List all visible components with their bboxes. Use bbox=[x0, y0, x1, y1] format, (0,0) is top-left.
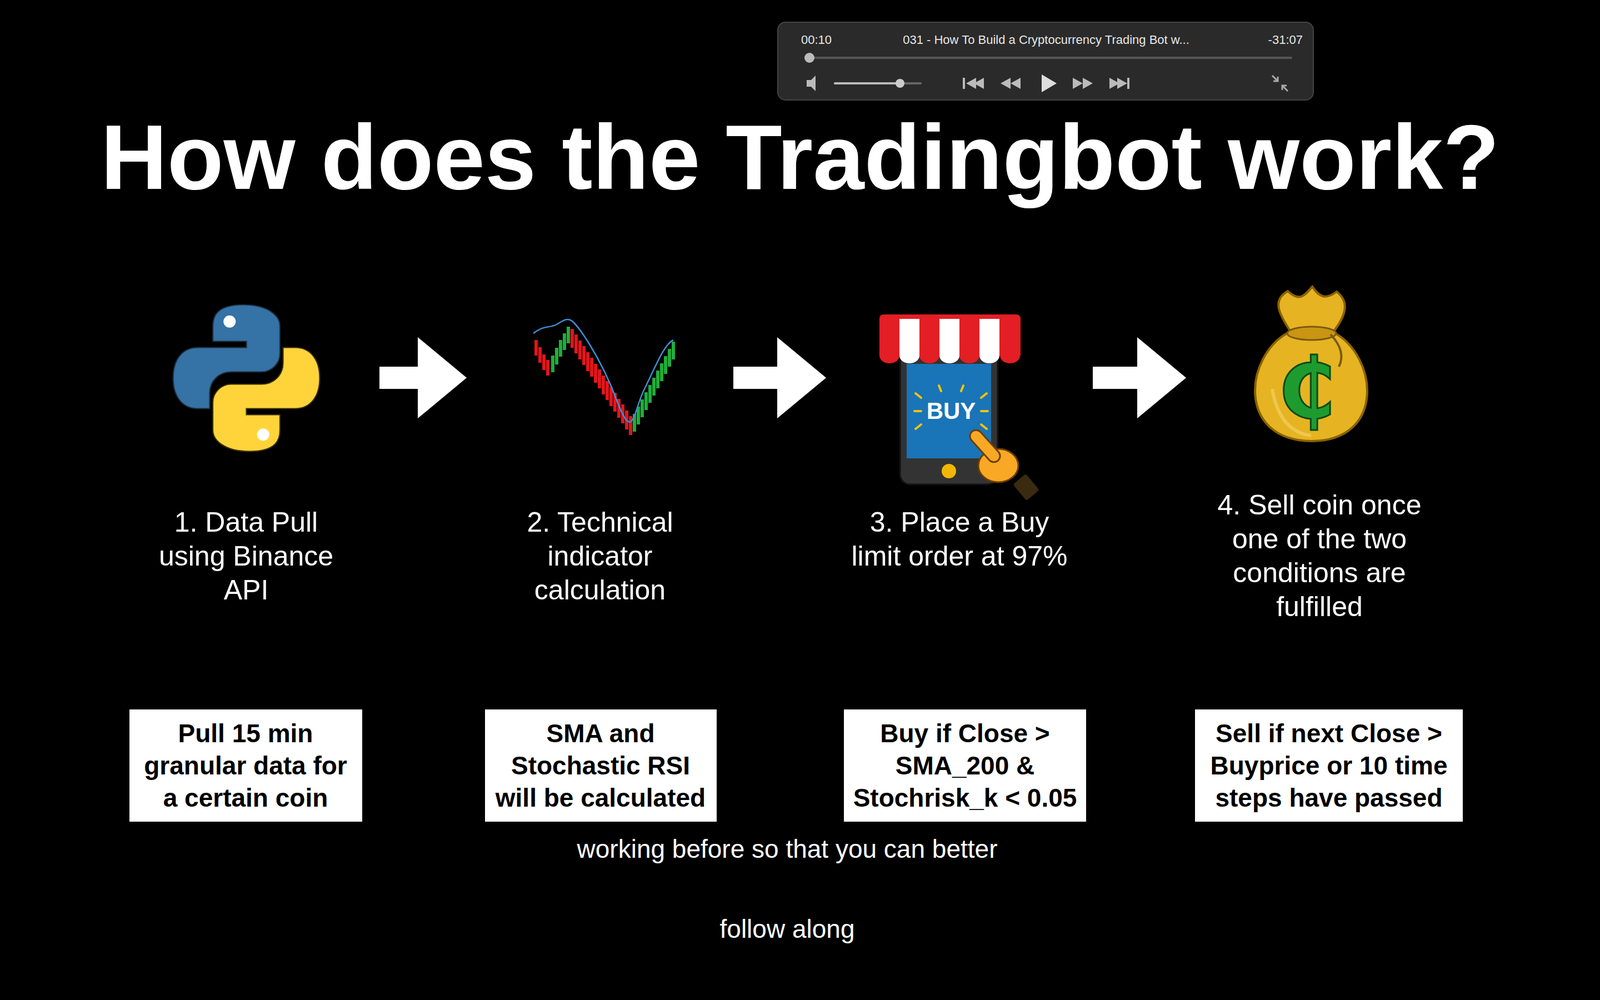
condition-text: Pull 15 min granular data for a certain … bbox=[135, 717, 357, 814]
play-icon bbox=[1041, 74, 1057, 93]
python-yellow bbox=[212, 347, 320, 452]
rewind-icon bbox=[1010, 77, 1021, 89]
block-arrow bbox=[1092, 337, 1187, 419]
subtitle: working before so that you can better bbox=[577, 834, 998, 864]
player-time: 00:10 bbox=[801, 32, 832, 47]
block-arrow bbox=[379, 337, 467, 419]
step-label: 3. Place a Buy limit order at 97% bbox=[848, 505, 1071, 574]
moving-average-line bbox=[533, 319, 674, 422]
green-candles bbox=[551, 326, 675, 432]
speaker-icon bbox=[806, 75, 816, 92]
progress-bar bbox=[809, 56, 1292, 59]
condition-box: SMA and Stochastic RSI will be calculate… bbox=[485, 709, 717, 822]
red-candles bbox=[534, 328, 633, 435]
highlight-rays bbox=[914, 385, 988, 429]
process-step: 2. Technical indicator calculation bbox=[477, 283, 723, 608]
process-step: 1. Data Pull using Binance API bbox=[123, 283, 369, 608]
player-panel bbox=[777, 22, 1314, 100]
media-player bbox=[777, 22, 1314, 100]
slide-title: How does the Tradingbot work? bbox=[0, 104, 1600, 210]
condition-text: Buy if Close > SMA_200 & Stochrisk_k < 0… bbox=[849, 717, 1081, 814]
player-remaining: -31:07 bbox=[1268, 32, 1303, 47]
money-bag bbox=[1255, 286, 1368, 442]
awning-scallop bbox=[899, 347, 920, 364]
forward-icon bbox=[1072, 77, 1083, 89]
buy-sign: BUY bbox=[926, 397, 977, 425]
volume-track bbox=[835, 82, 921, 85]
subtitle: follow along bbox=[720, 914, 855, 944]
forward-icon bbox=[1082, 77, 1093, 89]
hand-cuff bbox=[1012, 473, 1039, 501]
hand-finger bbox=[967, 427, 1003, 465]
prev-bar bbox=[962, 77, 965, 89]
transport-buttons bbox=[962, 74, 1130, 93]
awning-scallop bbox=[979, 347, 1000, 364]
condition-text: SMA and Stochastic RSI will be calculate… bbox=[490, 717, 712, 814]
bag-body bbox=[1255, 332, 1368, 442]
python-eye bbox=[223, 315, 236, 328]
condition-box: Sell if next Close > Buyprice or 10 time… bbox=[1195, 709, 1463, 822]
player-title: 031 - How To Build a Cryptocurrency Trad… bbox=[902, 32, 1190, 47]
pointing-hand bbox=[967, 427, 1039, 502]
candlestick-chart bbox=[533, 319, 675, 435]
volume-level bbox=[835, 82, 900, 85]
bag-tie bbox=[1287, 326, 1337, 340]
awning-scallop bbox=[879, 347, 900, 364]
step-label: 2. Technical indicator calculation bbox=[488, 505, 712, 608]
process-step: 3. Place a Buy limit order at 97% bbox=[837, 283, 1082, 574]
shop-phone-icon bbox=[879, 314, 1040, 501]
python-eye bbox=[257, 428, 270, 441]
awning-scallop bbox=[939, 347, 960, 364]
prev-icon bbox=[973, 77, 984, 89]
next-icon bbox=[1117, 77, 1128, 89]
next-bar bbox=[1127, 77, 1130, 89]
step-label: 4. Sell coin once one of the two conditi… bbox=[1208, 488, 1431, 624]
awning-scallop bbox=[959, 347, 980, 364]
progress-knob bbox=[804, 52, 815, 63]
block-arrow bbox=[733, 337, 827, 419]
condition-box: Pull 15 min granular data for a certain … bbox=[129, 709, 363, 822]
awning-scallop bbox=[919, 347, 940, 364]
currency-sign: ₵ bbox=[1277, 341, 1336, 438]
shrink-icon bbox=[1272, 75, 1288, 92]
python-logo bbox=[173, 305, 320, 452]
condition-box: Buy if Close > SMA_200 & Stochrisk_k < 0… bbox=[843, 709, 1087, 822]
process-step: 4. Sell coin once one of the two conditi… bbox=[1197, 283, 1442, 624]
step-label: 1. Data Pull using Binance API bbox=[151, 505, 341, 608]
rewind-icon bbox=[1000, 77, 1011, 89]
condition-text: Sell if next Close > Buyprice or 10 time… bbox=[1200, 717, 1458, 814]
awning-scallop bbox=[1000, 347, 1020, 364]
phone-button bbox=[941, 463, 957, 479]
volume-knob bbox=[895, 78, 905, 88]
